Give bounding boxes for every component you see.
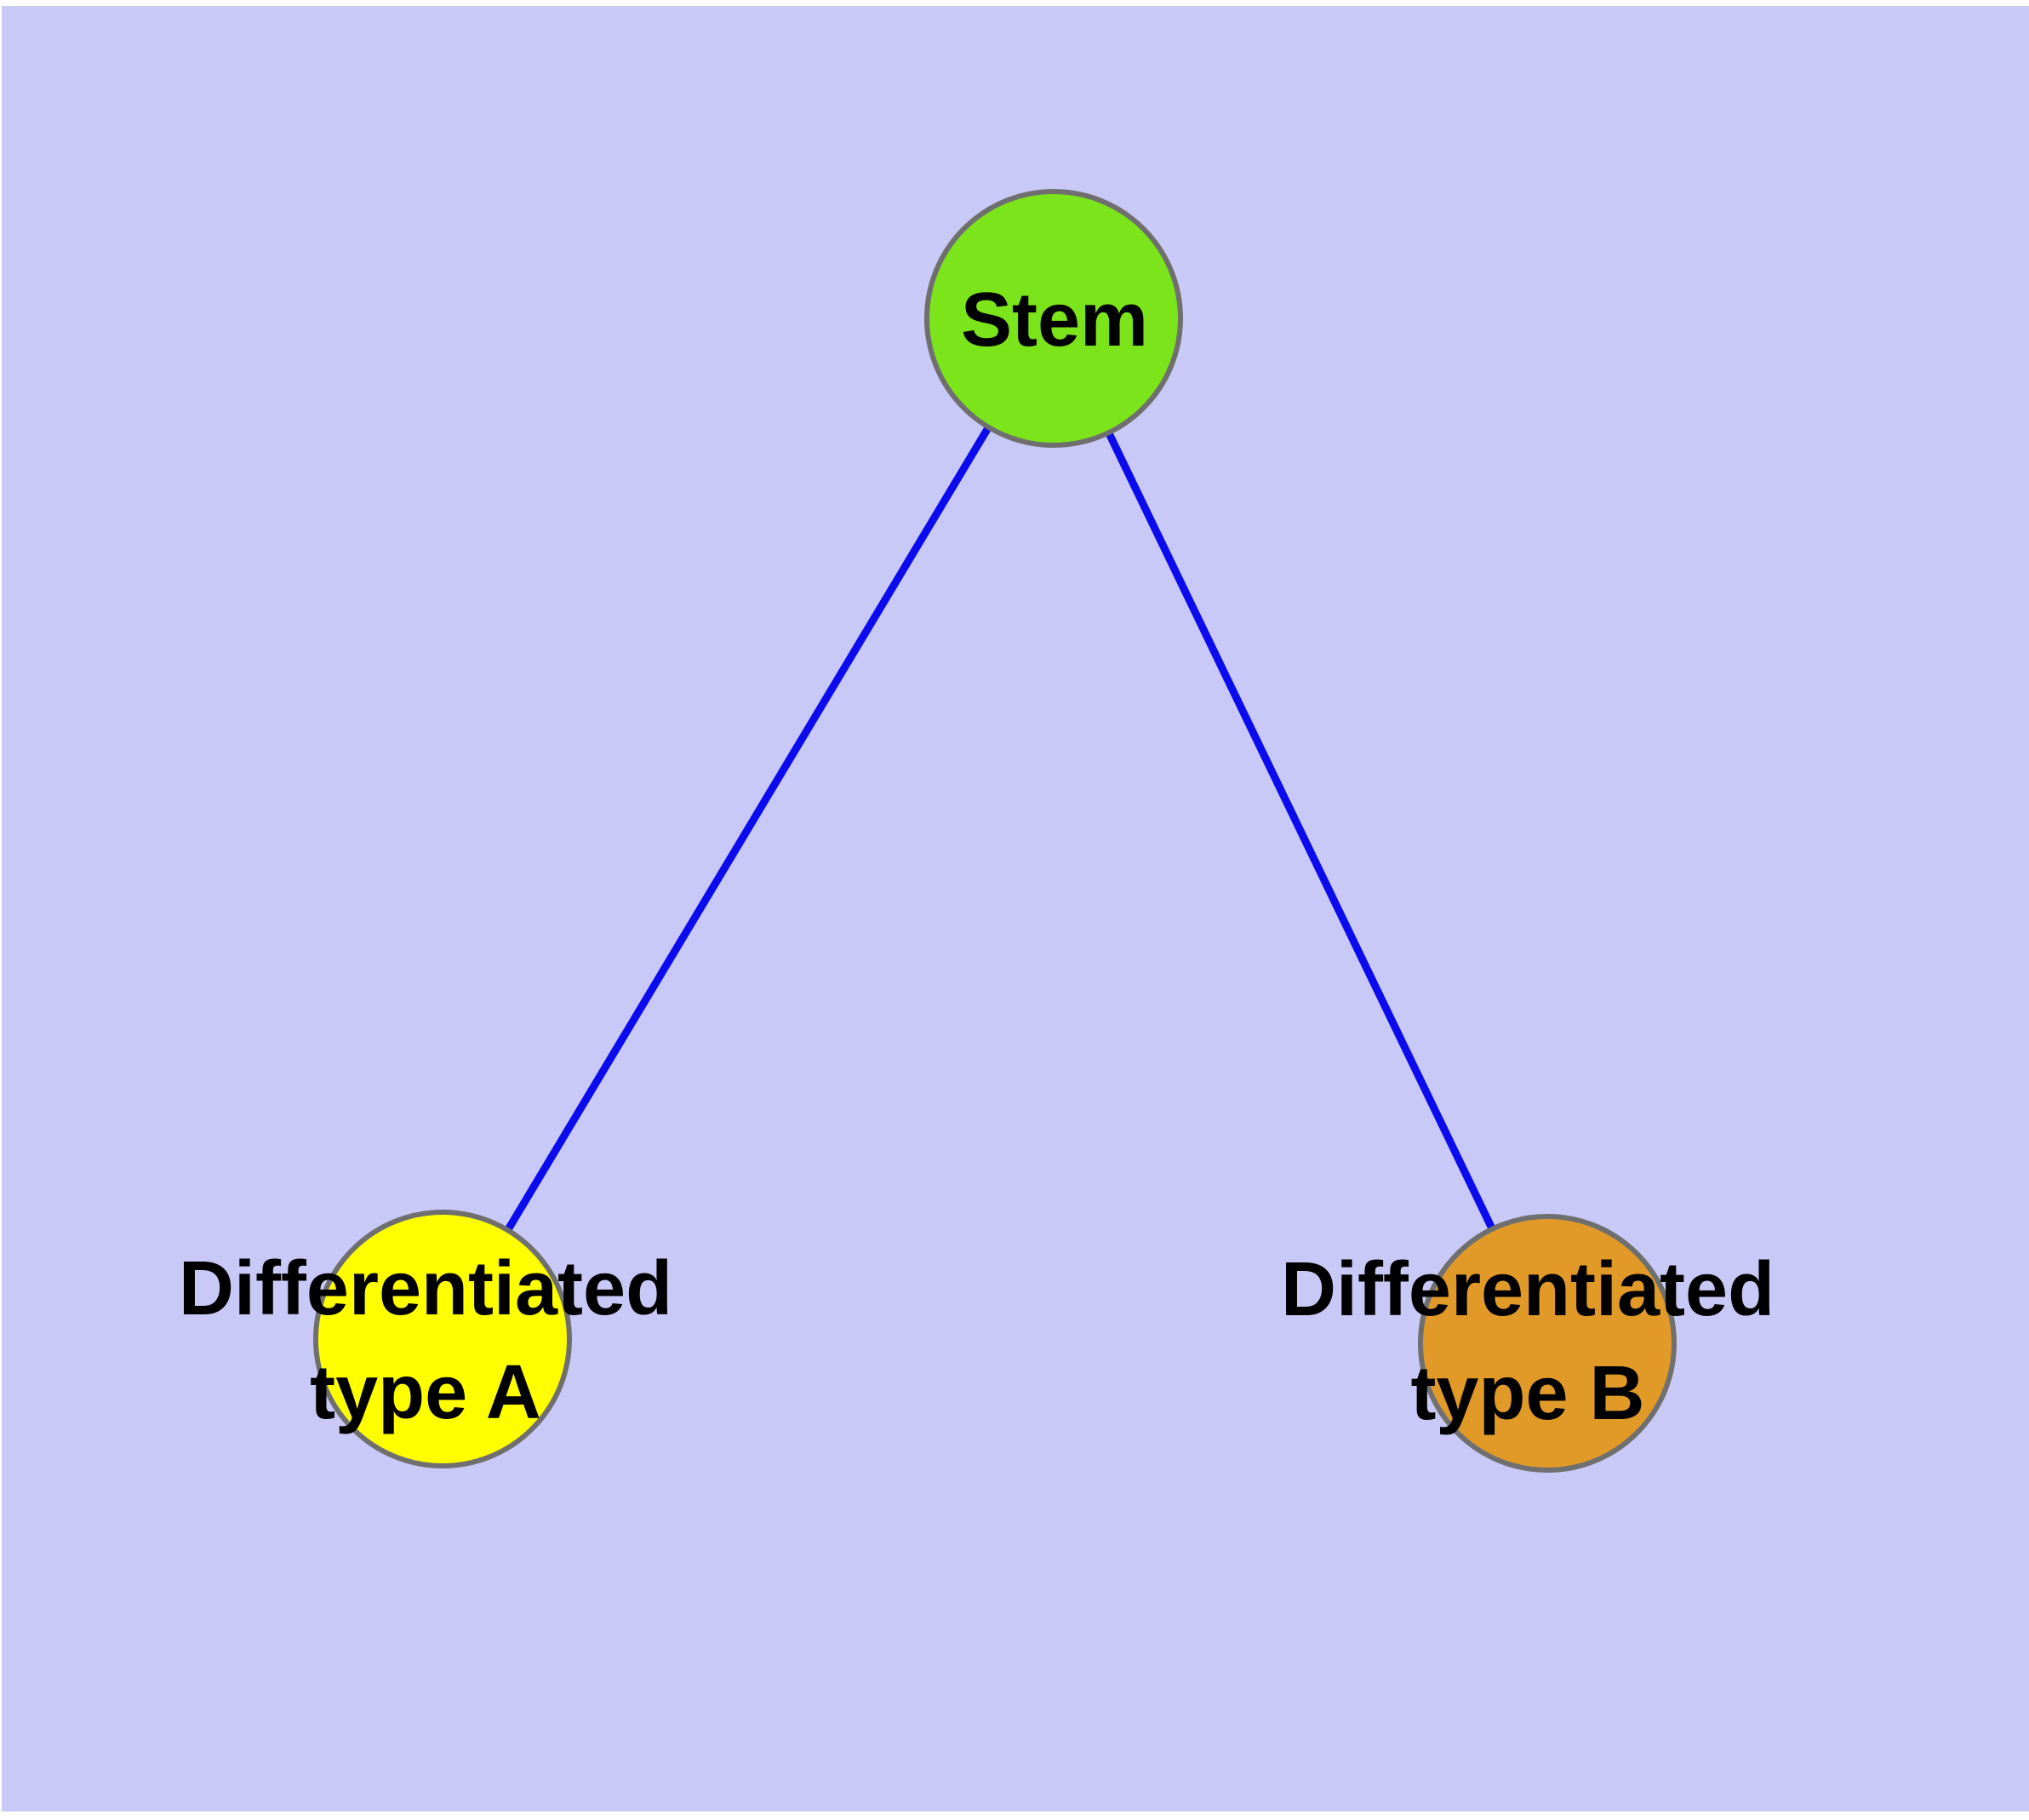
node-differentiated-type-b-circle — [1418, 1214, 1677, 1473]
node-differentiated-type-b-label: Differentiated type B — [1281, 1238, 1775, 1445]
edge-stem-to-type-b — [1049, 317, 1552, 1345]
node-type-a-label-line2: type A — [310, 1350, 541, 1435]
node-differentiated-type-a-circle — [313, 1210, 572, 1468]
node-type-b-label-line1: Differentiated — [1280, 1247, 1775, 1332]
node-stem-circle — [924, 189, 1183, 448]
node-type-a-label-line1: Differentiated — [178, 1246, 673, 1331]
node-type-b-label-line2: type B — [1410, 1351, 1645, 1436]
node-stem-label: Stem — [960, 278, 1149, 363]
node-differentiated-type-a-label: Differentiated type A — [179, 1237, 672, 1445]
edge-stem-to-type-a — [439, 316, 1057, 1342]
